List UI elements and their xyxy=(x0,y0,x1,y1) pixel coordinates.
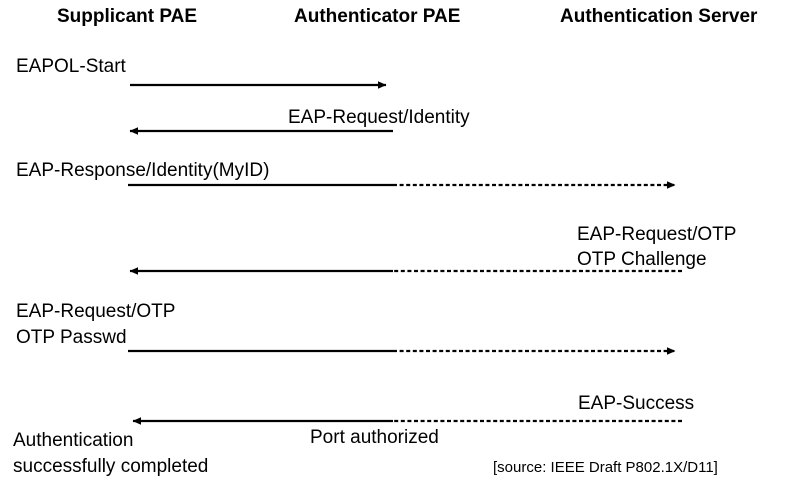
message-label-eap-response-identity: EAP-Response/Identity(MyID) xyxy=(16,160,270,181)
message-label-eap-request-otp: EAP-Request/OTP xyxy=(577,224,737,245)
annotation-authentication-line2: successfully completed xyxy=(13,456,209,477)
annotation-port-authorized: Port authorized xyxy=(310,427,439,448)
message-label-otp-passwd: OTP Passwd xyxy=(16,327,127,348)
message-label-eap-request-otp-2: EAP-Request/OTP xyxy=(16,301,176,322)
column-header-supplicant-pae: Supplicant PAE xyxy=(57,6,198,27)
source-citation: [source: IEEE Draft P802.1X/D11] xyxy=(493,459,718,476)
annotation-authentication-line1: Authentication xyxy=(13,430,134,451)
message-label-eap-request-identity: EAP-Request/Identity xyxy=(288,107,470,128)
column-header-authenticator-pae: Authenticator PAE xyxy=(294,6,461,27)
message-label-eapol-start: EAPOL-Start xyxy=(16,56,126,77)
message-label-eap-success: EAP-Success xyxy=(578,393,695,414)
message-label-otp-challenge: OTP Challenge xyxy=(577,249,707,270)
column-header-authentication-server: Authentication Server xyxy=(560,6,758,27)
